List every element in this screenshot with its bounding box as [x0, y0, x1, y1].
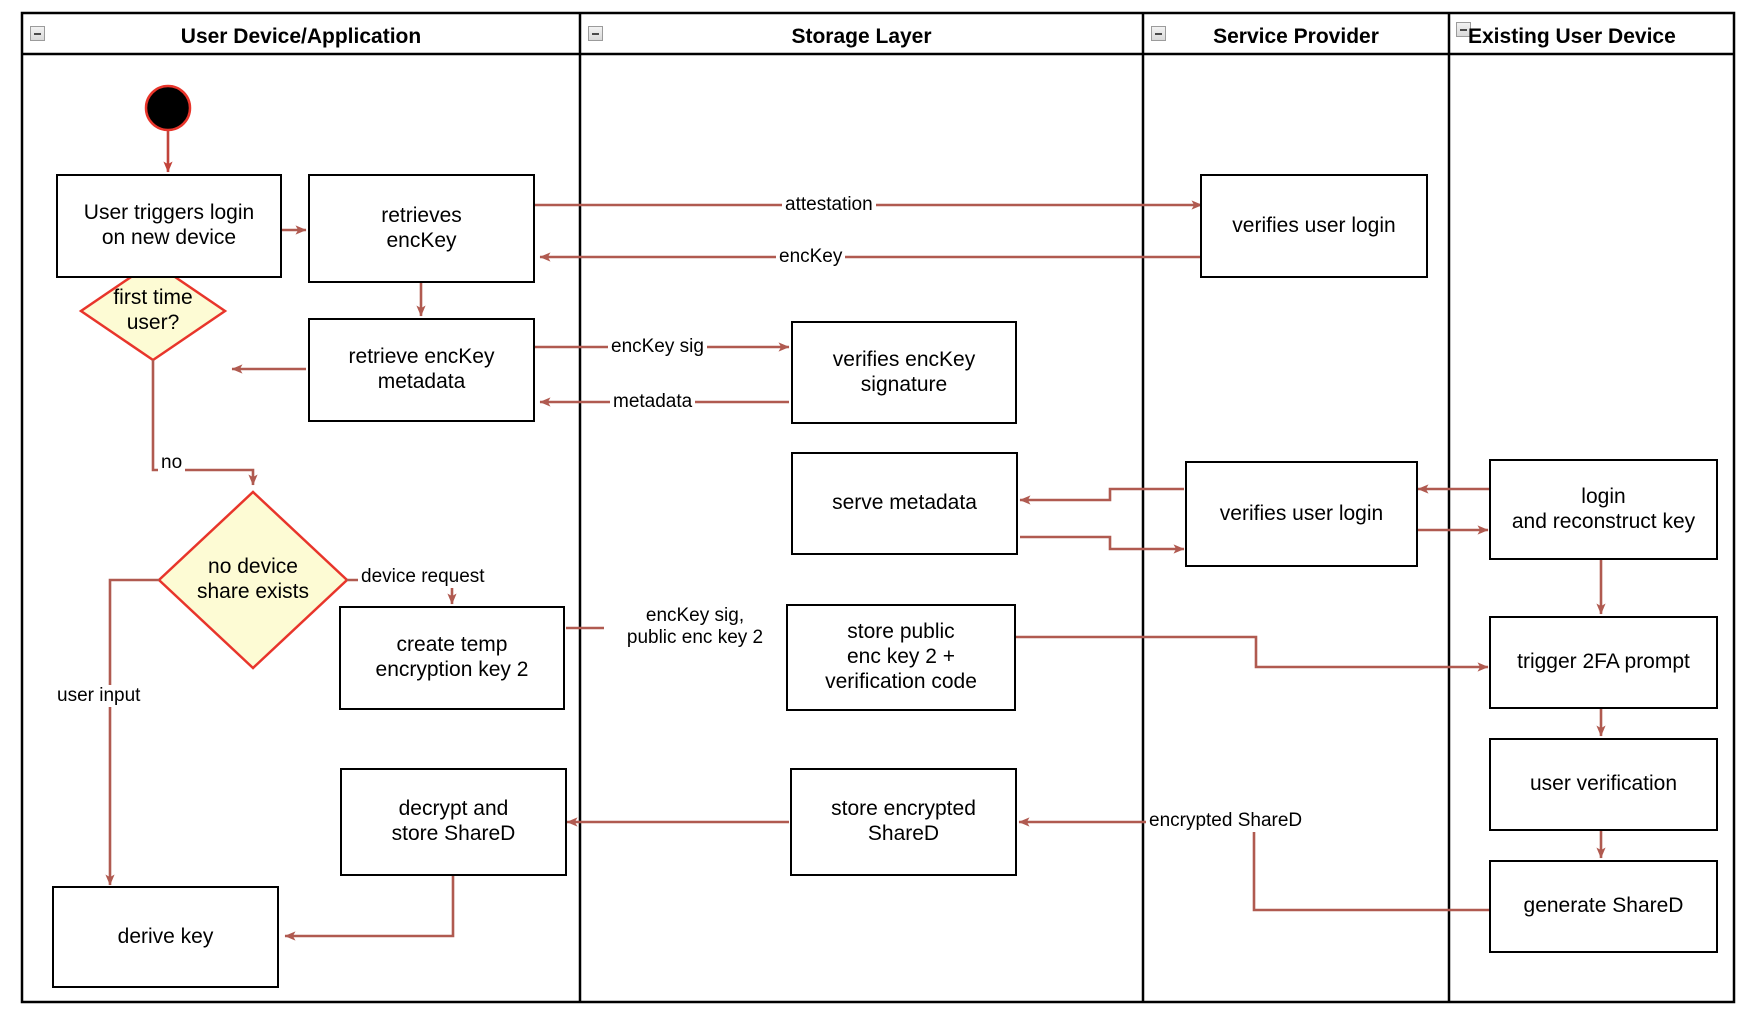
node-derive-key[interactable]: derive key [52, 886, 279, 988]
node-retrieves-enckey[interactable]: retrieves encKey [308, 174, 535, 283]
lane-header-storage: Storage Layer [791, 25, 932, 48]
node-generate-shared[interactable]: generate ShareD [1489, 860, 1718, 953]
decision-no-device-share [157, 490, 349, 670]
lane-header-service-provider: Service Provider [1213, 25, 1379, 48]
collapse-minus-icon-lane-3[interactable] [1151, 26, 1166, 41]
node-retrieve-enckey-metadata[interactable]: retrieve encKey metadata [308, 318, 535, 422]
node-first-time-user-label[interactable]: first time user? [113, 286, 193, 334]
edge-label-encrypted-shared: encrypted ShareD [1146, 810, 1306, 832]
node-serve-metadata[interactable]: serve metadata [791, 452, 1018, 555]
node-trigger-2fa-prompt[interactable]: trigger 2FA prompt [1489, 616, 1718, 709]
node-store-public-enc-key-2[interactable]: store public enc key 2 + verification co… [786, 604, 1016, 711]
edge-sp-to-serve-metadata [1019, 487, 1184, 505]
collapse-minus-icon-lane-1[interactable] [30, 26, 45, 41]
node-user-triggers-login[interactable]: User triggers login on new device [56, 174, 282, 278]
node-verifies-enckey-signature[interactable]: verifies encKey signature [791, 321, 1017, 424]
lane-header-user-device: User Device/Application [180, 25, 422, 48]
edge-serve-metadata-to-sp [1020, 535, 1185, 554]
node-create-temp-encryption-key-2[interactable]: create temp encryption key 2 [339, 606, 565, 710]
edge-no-branch [151, 360, 258, 486]
initial-node [144, 84, 192, 132]
edge-label-enckey-sig-pubkey: encKey sig, public enc key 2 [604, 605, 786, 649]
edge-label-enckey: encKey [776, 246, 846, 268]
node-login-and-reconstruct-key[interactable]: login and reconstruct key [1489, 459, 1718, 560]
edge-encrypted-shared [1018, 817, 1489, 912]
node-user-verification[interactable]: user verification [1489, 738, 1718, 831]
edge-label-attestation: attestation [782, 194, 876, 216]
collapse-minus-icon-lane-4[interactable] [1456, 22, 1471, 37]
edge-store-to-2fa [1014, 635, 1489, 672]
edge-label-no: no [158, 452, 186, 474]
edge-label-metadata: metadata [610, 391, 696, 413]
collapse-minus-icon-lane-2[interactable] [588, 26, 603, 41]
edge-label-enckey-sig: encKey sig [608, 336, 707, 358]
edge-label-device-request: device request [358, 566, 488, 588]
node-store-encrypted-shared[interactable]: store encrypted ShareD [790, 768, 1017, 876]
edge-label-user-input: user input [54, 685, 144, 707]
node-no-device-share-label[interactable]: no device share exists [196, 555, 310, 603]
edge-user-input [105, 578, 159, 886]
node-decrypt-and-store-shared[interactable]: decrypt and store ShareD [340, 768, 567, 876]
swimlane-frame [20, 11, 1736, 1004]
edge-decrypt-to-derive [284, 876, 455, 941]
node-verifies-user-login-mid[interactable]: verifies user login [1185, 461, 1418, 567]
lane-header-existing-device: Existing User Device [1468, 25, 1676, 48]
node-verifies-user-login-top[interactable]: verifies user login [1200, 174, 1428, 278]
